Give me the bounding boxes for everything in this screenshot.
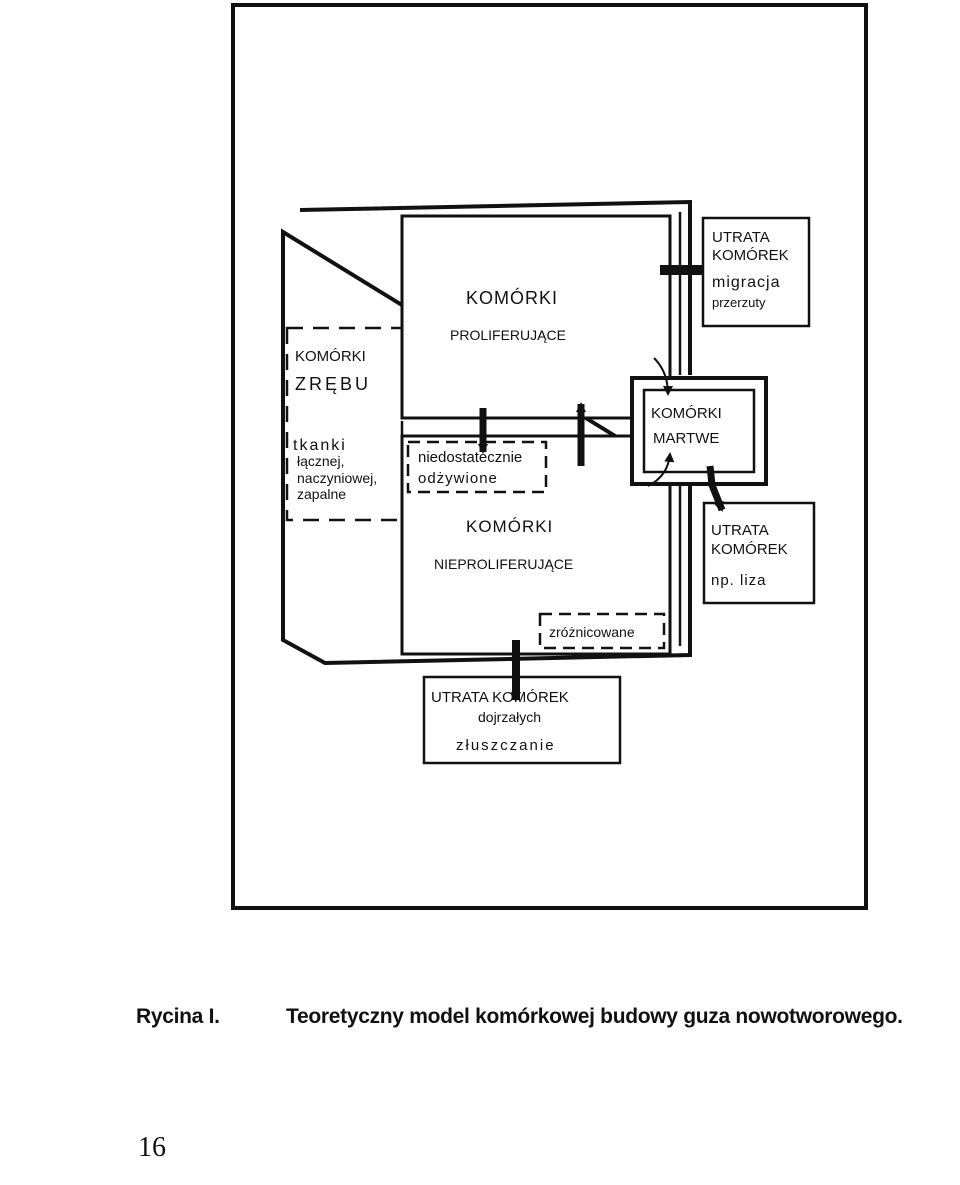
page-number: 16 — [138, 1132, 166, 1163]
stroma-label-2: ZRĘBU — [295, 374, 371, 394]
loss-lysis-label-3: np. liza — [711, 572, 767, 589]
nonproliferating-label-2: NIEPROLIFERUJĄCE — [434, 556, 573, 572]
nonproliferating-box — [400, 434, 672, 656]
stroma-label-4: łącznej, — [297, 453, 344, 469]
tumor-outline — [281, 199, 692, 666]
tumor-cell-model-diagram: KOMÓRKI ZRĘBU tkanki łącznej, naczyniowe… — [231, 3, 868, 910]
loss-lysis-label-1: UTRATA — [711, 522, 769, 539]
dead-cells-box — [642, 388, 756, 474]
underfed-box — [406, 440, 548, 494]
differentiated-label: zróżnicowane — [549, 624, 635, 640]
stroma-label-1: KOMÓRKI — [295, 348, 366, 365]
proliferating-box — [400, 214, 672, 420]
underfed-label-2: odżywione — [418, 470, 498, 487]
differentiated-box — [538, 612, 666, 650]
arrow-to-lysis — [706, 465, 726, 512]
stroma-box — [285, 326, 404, 522]
loss-lysis-label-2: KOMÓREK — [711, 541, 788, 558]
loss-mature-box — [422, 675, 622, 765]
loss-mature-label-1: UTRATA KOMÓREK — [431, 689, 569, 706]
loss-mature-label-3: złuszczanie — [456, 737, 556, 754]
loss-lysis-box — [702, 501, 816, 605]
loss-migration-label-2: KOMÓREK — [712, 247, 789, 264]
loss-migration-label-4: przerzuty — [712, 295, 766, 310]
caption-label: Rycina I. — [136, 1005, 220, 1028]
loss-migration-label-3: migracja — [712, 274, 780, 291]
figure-frame — [231, 3, 868, 910]
loss-migration-box — [701, 216, 811, 328]
loss-mature-label-2: dojrzałych — [478, 709, 541, 725]
loss-migration-label-1: UTRATA — [712, 229, 770, 246]
proliferating-label-1: KOMÓRKI — [466, 287, 558, 308]
stroma-label-3: tkanki — [293, 437, 347, 454]
proliferating-label-2: PROLIFERUJĄCE — [450, 327, 566, 343]
arrow-curve-bottom — [647, 452, 675, 487]
arrow-curve-top — [653, 357, 673, 396]
stroma-label-5: naczyniowej, — [297, 470, 377, 486]
dead-label-1: KOMÓRKI — [651, 405, 722, 422]
underfed-label-1: niedostatecznie — [418, 449, 522, 466]
nonproliferating-label-1: KOMÓRKI — [466, 517, 553, 536]
dead-label-2: MARTWE — [653, 430, 719, 447]
stroma-label-6: zapalne — [297, 486, 346, 502]
caption-text: Teoretyczny model komórkowej budowy guza… — [286, 1005, 903, 1028]
